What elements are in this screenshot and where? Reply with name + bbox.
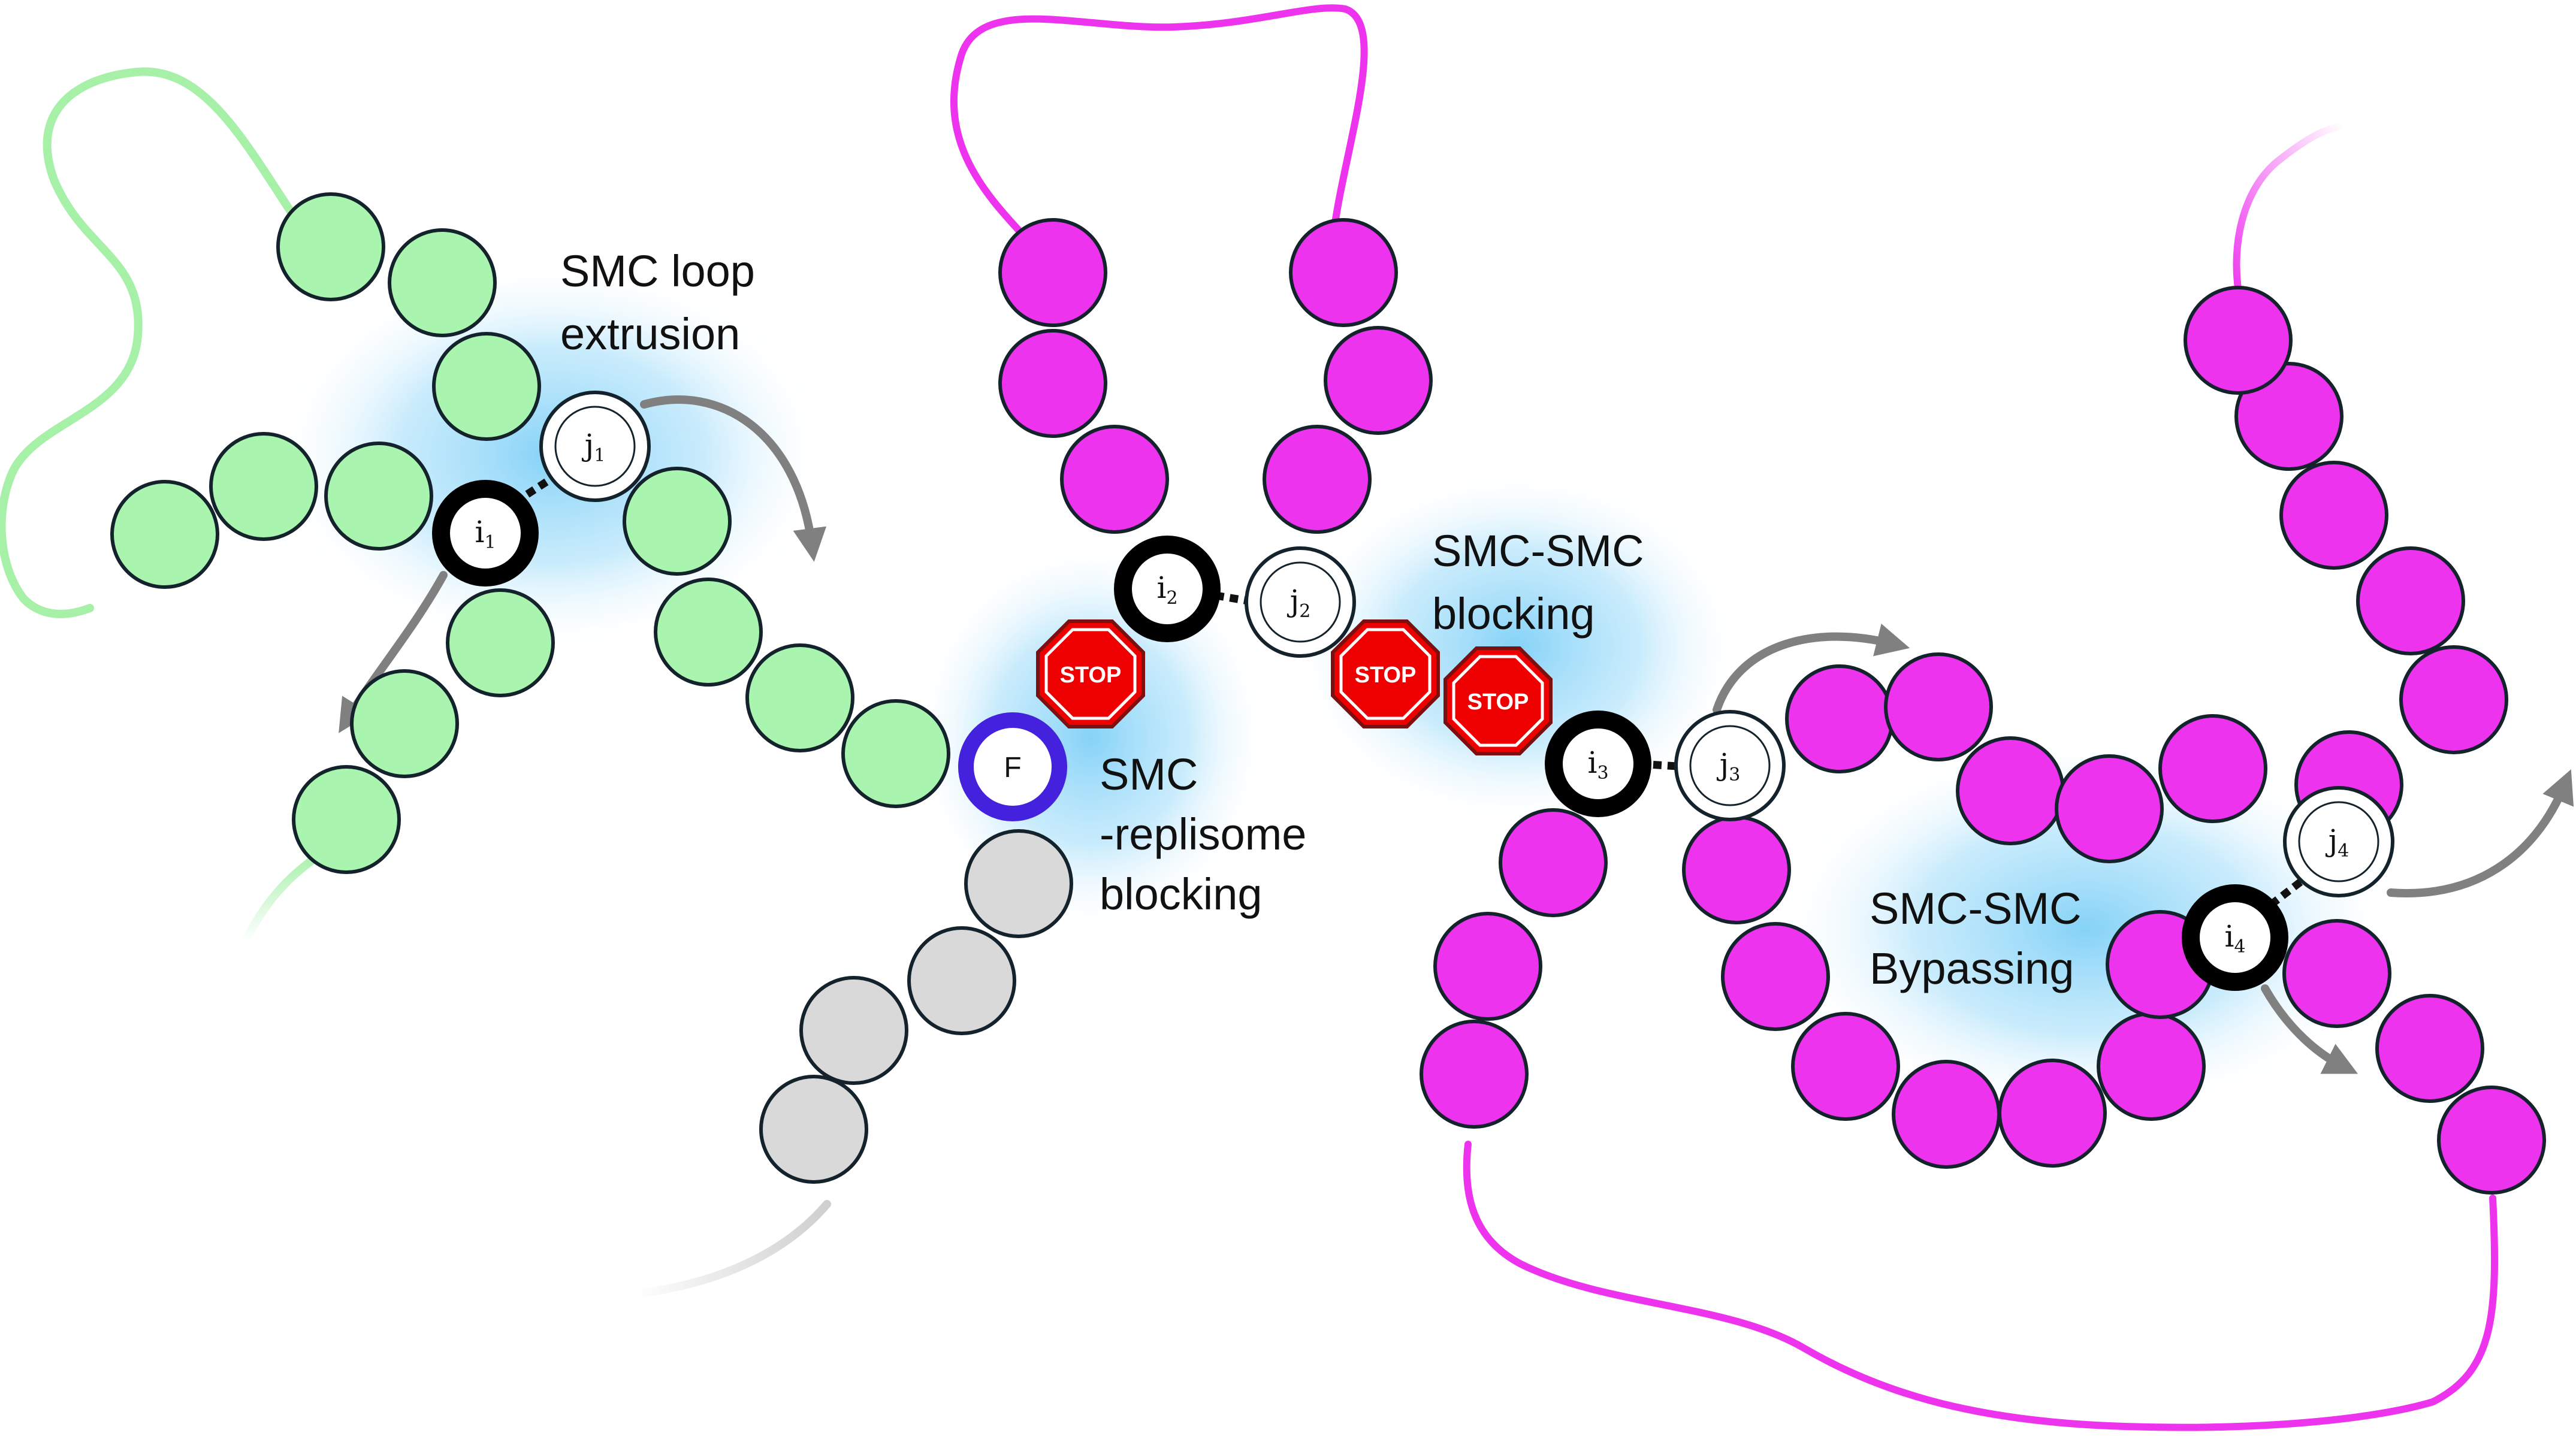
bead <box>446 588 555 697</box>
bead <box>432 332 541 441</box>
svg-text:j1: j1 <box>582 428 606 466</box>
magenta-right-tail-line <box>2233 122 2347 309</box>
smc-i-nodes: i1 i2 i3 i4 <box>432 480 2288 991</box>
bead <box>350 669 459 778</box>
bead <box>998 218 1107 327</box>
magenta-beads <box>998 218 2546 1195</box>
bead <box>1956 736 2065 845</box>
bead <box>799 976 908 1085</box>
bead <box>110 480 219 589</box>
glow-bypassing <box>1774 737 2397 1120</box>
green-tail-line <box>241 847 331 945</box>
svg-text:i4: i4 <box>2224 919 2245 957</box>
bead <box>2356 546 2465 655</box>
svg-text:i3: i3 <box>1587 745 1608 784</box>
link-i4-j4 <box>2269 871 2312 908</box>
bead <box>2158 714 2267 823</box>
green-loop-line <box>0 67 310 618</box>
smc-j-nodes: j1 j2 j3 j4 <box>539 391 2394 897</box>
bead <box>292 765 401 874</box>
label-replisome-blocking: SMC -replisome blocking <box>1100 749 1319 919</box>
bead <box>1060 425 1169 534</box>
node-j3: j3 <box>1674 710 1786 821</box>
bead <box>1289 218 1398 327</box>
replication-fork-node: F <box>958 712 1067 821</box>
bead <box>2375 994 2484 1103</box>
svg-text:i2: i2 <box>1156 570 1177 609</box>
bead <box>1884 652 1993 761</box>
bead <box>209 432 318 541</box>
bead <box>1263 425 1372 534</box>
bead <box>1682 815 1791 924</box>
svg-text:j4: j4 <box>2326 823 2349 861</box>
motion-arrows <box>339 395 2574 1074</box>
bead <box>654 578 763 687</box>
bead <box>1998 1059 2107 1168</box>
svg-text:i1: i1 <box>475 515 496 553</box>
bead <box>2279 461 2388 570</box>
bead <box>2184 286 2293 395</box>
bead <box>623 467 732 576</box>
svg-text:STOP: STOP <box>1060 663 1122 688</box>
bead <box>1499 808 1608 917</box>
bead <box>2282 919 2391 1028</box>
bead <box>1721 922 1830 1031</box>
arrow-j4 <box>2387 769 2574 897</box>
bead <box>276 192 385 301</box>
magenta-bottom-loop-line <box>1463 1141 2499 1431</box>
bead <box>1420 1020 1529 1129</box>
bead <box>1785 664 1894 773</box>
stop-sign-icon: STOP <box>1443 646 1553 755</box>
bead <box>1324 326 1433 435</box>
bead <box>841 699 950 808</box>
bead <box>1433 912 1542 1021</box>
arrow-j1 <box>640 395 827 562</box>
svg-text:STOP: STOP <box>1467 690 1529 715</box>
chromatin-lines <box>0 4 2499 1431</box>
node-i1: i1 <box>432 480 539 587</box>
svg-text:F: F <box>1004 752 1021 784</box>
magenta-top-loop-line <box>950 4 1368 240</box>
stop-sign-icon: STOP <box>1036 619 1145 728</box>
node-j2: j2 <box>1245 546 1356 658</box>
svg-text:STOP: STOP <box>1355 663 1417 688</box>
bead <box>1791 1012 1900 1121</box>
stop-sign-icon: STOP <box>1331 619 1440 728</box>
bead <box>2097 1012 2206 1121</box>
node-i2: i2 <box>1114 536 1221 642</box>
green-beads <box>110 192 950 874</box>
bead <box>1892 1060 2001 1169</box>
label-smc-blocking: SMC-SMC blocking <box>1432 526 1656 639</box>
bead <box>745 643 854 752</box>
svg-text:j2: j2 <box>1287 584 1311 622</box>
label-loop-extrusion: SMC loop extrusion <box>560 246 767 359</box>
node-i4: i4 <box>2182 884 2288 991</box>
gray-tail-line <box>631 1200 831 1298</box>
bead <box>2399 645 2508 754</box>
node-j4: j4 <box>2283 786 2394 897</box>
text-labels: SMC loop extrusion SMC -replisome blocki… <box>560 246 2094 993</box>
glow-highlights <box>270 258 2397 1120</box>
node-i3: i3 <box>1545 711 1651 817</box>
svg-text:j3: j3 <box>1717 747 1741 785</box>
bead <box>759 1075 868 1184</box>
bead <box>2234 362 2344 471</box>
bead <box>964 829 1073 938</box>
bead <box>998 329 1107 438</box>
gray-beads <box>759 829 1073 1184</box>
arrow-j3 <box>1713 624 1910 714</box>
bead <box>2055 754 2164 863</box>
label-bypassing: SMC-SMC Bypassing <box>1870 884 2094 993</box>
bead <box>388 228 497 337</box>
arrow-i4 <box>2261 984 2358 1074</box>
bead <box>324 442 433 551</box>
node-j1: j1 <box>539 391 651 502</box>
bead <box>2437 1086 2546 1195</box>
bead <box>907 926 1016 1035</box>
stop-signs: STOP STOP STOP <box>1036 619 1553 755</box>
